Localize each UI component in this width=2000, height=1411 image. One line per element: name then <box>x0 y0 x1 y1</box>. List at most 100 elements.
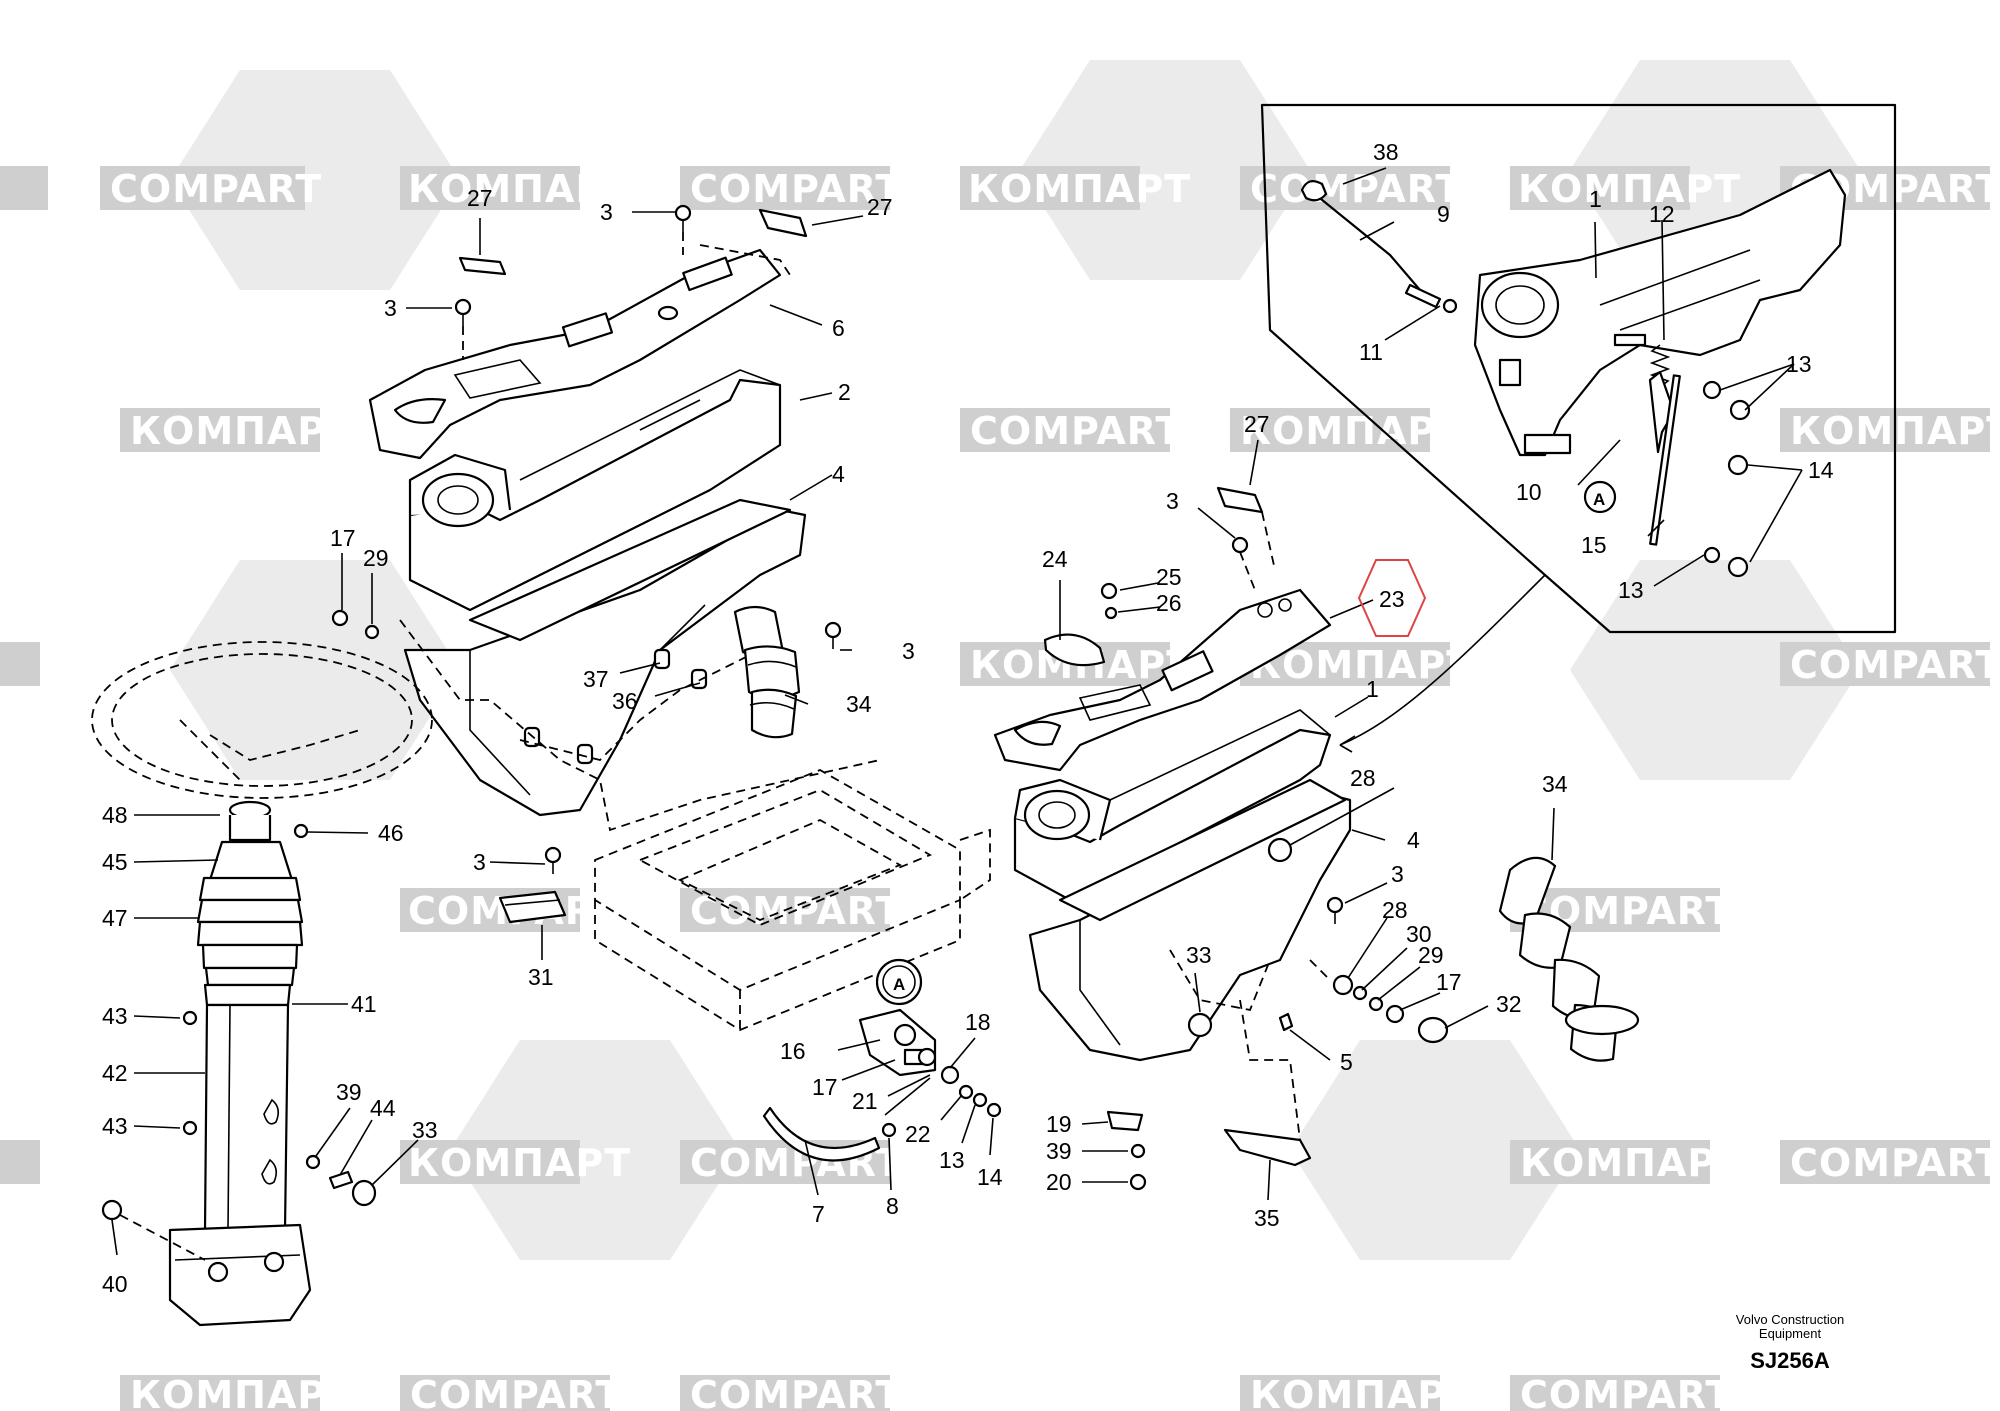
credit-line-2: Equipment <box>1759 1326 1822 1341</box>
watermark-text: COMPART <box>110 167 322 211</box>
callout-34: 34 <box>846 691 872 717</box>
callout-36: 36 <box>612 688 638 714</box>
watermark-text: COMPART <box>410 1373 622 1411</box>
callout-13: 13 <box>1786 351 1812 377</box>
callout-13: 13 <box>1618 577 1644 603</box>
callout-5: 5 <box>1340 1049 1353 1075</box>
callout-29: 29 <box>363 545 389 571</box>
callout-2: 2 <box>838 379 851 405</box>
left-console-assembly <box>331 204 881 874</box>
callout-3: 3 <box>473 849 486 875</box>
callout-14: 14 <box>977 1164 1003 1190</box>
callout-27: 27 <box>467 185 493 211</box>
callout-1: 1 <box>1366 676 1379 702</box>
callout-12: 12 <box>1649 201 1675 227</box>
watermark-text: COMPART <box>970 409 1182 453</box>
watermark-text: КОМПАРТ <box>130 409 353 453</box>
callout-43: 43 <box>102 1003 128 1029</box>
callout-23: 23 <box>1379 586 1405 612</box>
credit-line-1: Volvo Construction <box>1736 1312 1844 1327</box>
callout-19: 19 <box>1046 1111 1072 1137</box>
callout-3: 3 <box>600 199 613 225</box>
callout-32: 32 <box>1496 991 1522 1017</box>
callout-22: 22 <box>905 1121 931 1147</box>
callout-25: 25 <box>1156 564 1182 590</box>
watermark-text: КОМПАРТ <box>408 167 631 211</box>
watermark-text: COMPART <box>690 167 902 211</box>
watermark-text: КОМПАРТ <box>130 1373 353 1411</box>
callout-7: 7 <box>812 1201 825 1227</box>
bolt-icon <box>674 204 692 232</box>
watermark-text: COMPART <box>1250 167 1462 211</box>
callout-17: 17 <box>812 1074 838 1100</box>
callout-4: 4 <box>832 461 845 487</box>
watermark-text: COMPART <box>1520 1373 1732 1411</box>
watermark-text: COMPART <box>690 1373 902 1411</box>
callout-33: 33 <box>412 1117 438 1143</box>
callout-3: 3 <box>1391 861 1404 887</box>
watermark-text: КОМПАРТ <box>408 1141 631 1185</box>
detail-inset: A <box>1260 103 1897 753</box>
callout-41: 41 <box>351 991 377 1017</box>
bolt-icon <box>544 846 562 874</box>
callout-11: 11 <box>1359 339 1383 365</box>
bolt-icon <box>824 621 842 649</box>
callout-3: 3 <box>1166 488 1179 514</box>
callout-44: 44 <box>370 1095 396 1121</box>
callout-20: 20 <box>1046 1169 1072 1195</box>
callout-17: 17 <box>330 525 356 551</box>
watermark-text: КОМПАРТ <box>1240 409 1463 453</box>
callout-31: 31 <box>528 964 554 990</box>
callout-16: 16 <box>780 1038 806 1064</box>
callout-24: 24 <box>1042 546 1068 572</box>
callout-28: 28 <box>1350 765 1376 791</box>
callout-10: 10 <box>1516 479 1542 505</box>
callout-33: 33 <box>1186 942 1212 968</box>
callout-27: 27 <box>1244 411 1270 437</box>
callout-47: 47 <box>102 905 128 931</box>
callout-29: 29 <box>1418 942 1444 968</box>
callout-45: 45 <box>102 849 128 875</box>
title-block: Volvo Construction Equipment SJ256A <box>1736 1312 1844 1373</box>
callout-40: 40 <box>102 1271 128 1297</box>
callout-9: 9 <box>1437 201 1450 227</box>
callout-39: 39 <box>1046 1138 1072 1164</box>
callout-38: 38 <box>1373 139 1399 165</box>
detail-marker-label: A <box>1593 490 1605 509</box>
callout-39: 39 <box>336 1079 362 1105</box>
detail-marker-label: A <box>893 975 905 994</box>
valve-bracket <box>762 958 1002 1162</box>
callout-30: 30 <box>1406 921 1432 947</box>
callout-8: 8 <box>886 1193 899 1219</box>
callout-6: 6 <box>832 315 845 341</box>
drawing-code: SJ256A <box>1750 1348 1830 1373</box>
watermark-text: КОМПАРТ <box>968 167 1191 211</box>
seat-frame <box>498 769 991 1032</box>
callout-35: 35 <box>1254 1205 1280 1231</box>
watermark-text: COMPART <box>1790 1141 2000 1185</box>
callout-4: 4 <box>1407 827 1420 853</box>
callout-46: 46 <box>378 820 404 846</box>
callout-48: 48 <box>102 802 128 828</box>
callout-14: 14 <box>1808 457 1834 483</box>
callout-3: 3 <box>902 638 915 664</box>
watermark-layer: COMPART КОМПАРТ COMPART КОМПАРТ COMPART … <box>0 60 2000 1411</box>
watermark-text: КОМПАРТ <box>1250 1373 1473 1411</box>
callout-26: 26 <box>1156 590 1182 616</box>
callout-21: 21 <box>852 1088 878 1114</box>
watermark-text: COMPART <box>1790 643 2000 687</box>
callout-28: 28 <box>1382 897 1408 923</box>
watermark-text: КОМПАРТ <box>1520 1141 1743 1185</box>
callout-27: 27 <box>867 194 893 220</box>
watermark-text: КОМПАРТ <box>1518 167 1741 211</box>
callout-18: 18 <box>965 1009 991 1035</box>
highlight-hexagon <box>1357 559 1427 637</box>
callout-17: 17 <box>1436 969 1462 995</box>
callout-labels: 27 3 27 3 6 2 4 17 29 3 37 36 34 3 31 48… <box>102 139 1834 1297</box>
leader-lines <box>111 167 1803 1256</box>
callout-1: 1 <box>1589 186 1602 212</box>
callout-15: 15 <box>1581 532 1607 558</box>
right-console-assembly <box>993 486 1640 1191</box>
callout-42: 42 <box>102 1060 128 1086</box>
